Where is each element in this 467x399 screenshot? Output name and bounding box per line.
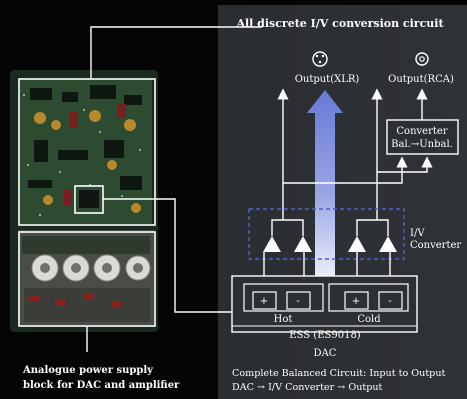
dac-hot-plus-cell xyxy=(252,291,277,310)
supply-caption-line2: block for DAC and amplifier xyxy=(23,380,180,391)
supply-caption-line1: Analogue power supply xyxy=(22,365,154,376)
output-rca-label: Output(RCA) xyxy=(388,74,454,85)
dac-chip-label: ESS (ES9018) xyxy=(289,330,361,341)
iv-amp-cold-plus xyxy=(348,236,366,252)
leader-line-dac xyxy=(103,198,232,313)
dac-label: DAC xyxy=(314,348,337,359)
dac-cold-plus: + xyxy=(352,296,360,307)
diagram-panel xyxy=(218,5,467,399)
dac-cold-box xyxy=(328,283,409,312)
converter-label-line2: Bal.→Unbal. xyxy=(391,139,453,150)
dac-hot-plus: + xyxy=(260,296,268,307)
dac-cold-minus: - xyxy=(388,296,391,307)
dac-hot-label: Hot xyxy=(274,314,293,325)
converter-feed-cold xyxy=(377,156,433,173)
iv-label-line1: I/V xyxy=(410,228,425,239)
dac-hot-minus: - xyxy=(296,296,299,307)
balanced-caption-line1: Complete Balanced Circuit: Input to Outp… xyxy=(232,368,446,379)
dac-cold-minus-cell xyxy=(378,291,403,310)
balanced-caption-line2: DAC → I/V Converter → Output xyxy=(232,382,383,393)
iv-amp-hot-plus xyxy=(263,236,281,252)
dac-hot-box xyxy=(243,283,324,312)
converter-label-line1: Converter xyxy=(396,126,447,137)
output-xlr-label: Output(XLR) xyxy=(295,74,360,85)
diagram-title: All discrete I/V conversion circuit xyxy=(235,17,444,30)
converter-box xyxy=(386,119,459,155)
dac-hot-minus-cell xyxy=(286,291,311,310)
leader-line-top xyxy=(90,26,262,79)
iv-label-line2: Converter xyxy=(410,240,461,251)
xlr-connector-icon xyxy=(312,51,328,67)
converter-feed-hot xyxy=(283,156,408,184)
signal-flow-arrow xyxy=(307,90,343,283)
dac-cold-plus-cell xyxy=(344,291,369,310)
iv-amplifiers xyxy=(263,236,397,252)
dac-outer-box xyxy=(231,275,418,333)
dac-board-frame xyxy=(18,78,156,226)
circuit-board-photo xyxy=(10,70,158,332)
iv-converter-box xyxy=(248,208,405,260)
rca-connector-icon xyxy=(415,52,429,66)
dac-cold-label: Cold xyxy=(357,314,381,325)
iv-amp-hot-minus xyxy=(294,236,312,252)
iv-amp-cold-minus xyxy=(379,236,397,252)
